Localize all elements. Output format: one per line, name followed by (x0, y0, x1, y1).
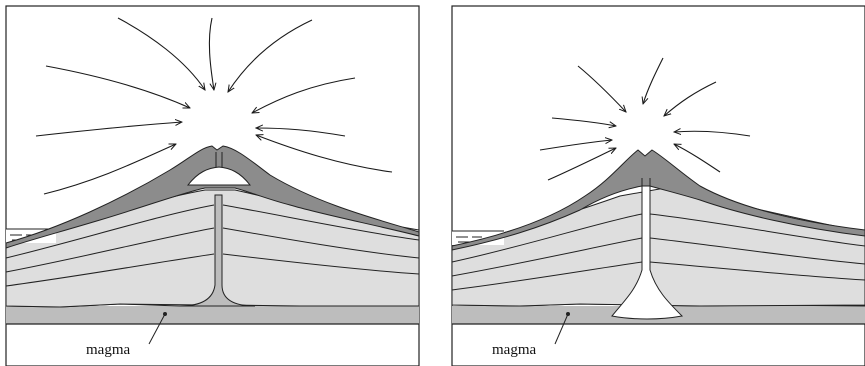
magma-conduit (179, 194, 256, 307)
arrow (45, 65, 190, 108)
magma-label: magma (86, 342, 130, 358)
convergence-arrows (35, 17, 393, 195)
arrow (43, 143, 176, 195)
convergence-arrows (539, 57, 751, 181)
arrow (35, 122, 182, 137)
panel-right: magma (451, 5, 865, 366)
arrow (252, 77, 356, 113)
vent (215, 152, 223, 167)
arrow (228, 19, 313, 92)
magma-pointer (554, 313, 569, 345)
volcano-cone (451, 149, 865, 251)
vent (641, 178, 651, 186)
arrow (674, 144, 721, 173)
magma-layer (6, 306, 419, 324)
volcano-cone (5, 145, 420, 249)
arrow (256, 128, 346, 137)
magma-pointer (148, 313, 166, 345)
magma-chamber (611, 177, 684, 320)
magma-pointer-dot (163, 312, 167, 316)
arrow (664, 81, 717, 116)
arrow (547, 148, 616, 181)
arrow (539, 140, 612, 151)
arrow (643, 57, 664, 104)
strata-lines (451, 213, 865, 291)
arrow (551, 117, 616, 126)
arrow (208, 17, 214, 90)
magma-pointer-dot (566, 312, 570, 316)
magma-chamber (186, 166, 252, 186)
strata-lines (5, 204, 420, 287)
arrow (577, 65, 626, 112)
arrow (674, 131, 751, 137)
magma-label: magma (492, 342, 536, 358)
panel-left: magma (5, 5, 420, 366)
arrow (256, 135, 393, 173)
arrow (117, 17, 205, 90)
